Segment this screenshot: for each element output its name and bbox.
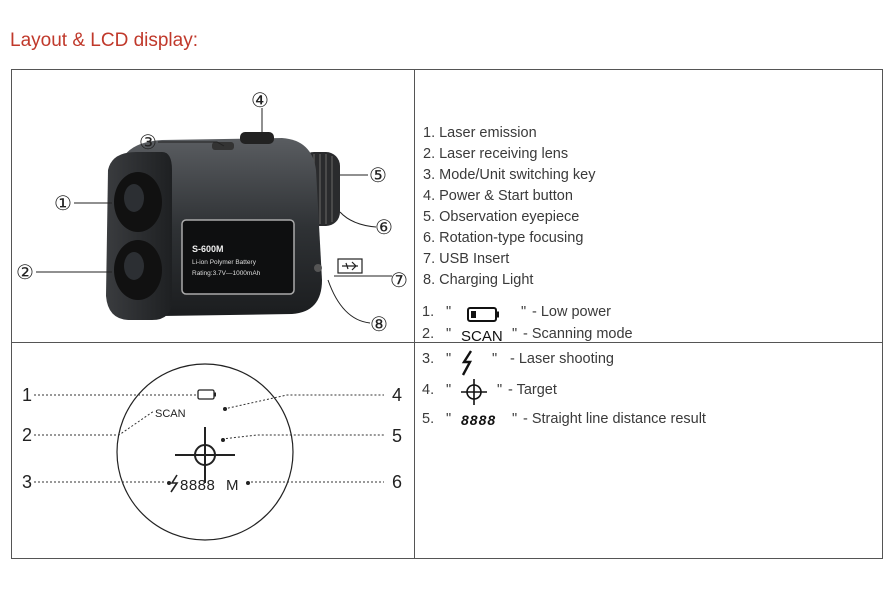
legend-quote-open: " xyxy=(446,411,452,427)
legend-quote-open: " xyxy=(446,382,452,398)
rangefinder-illustration: S-600M Li-ion Polymer Battery Rating:3.7… xyxy=(16,90,408,336)
legend-num: 1. xyxy=(422,304,435,320)
legend-quote-open: " xyxy=(446,304,452,320)
legend-desc: - Straight line distance result xyxy=(523,411,706,427)
layout-table: S-600M Li-ion Polymer Battery Rating:3.7… xyxy=(11,69,883,559)
list-item: 4. Power & Start button xyxy=(423,188,573,204)
legend-desc: - Scanning mode xyxy=(523,326,633,342)
lcd-right-number-5: 5 xyxy=(392,426,402,446)
legend-desc: - Target xyxy=(508,382,557,398)
callout-1: ① xyxy=(54,193,72,215)
crosshair-icon xyxy=(460,379,488,409)
lcd-scan-text: SCAN xyxy=(155,408,186,420)
legend-num: 2. xyxy=(422,326,435,342)
lcd-right-number-6: 6 xyxy=(392,472,402,492)
callout-3: ③ xyxy=(139,132,157,154)
label-model: S-600M xyxy=(192,244,224,254)
list-item: 3. Mode/Unit switching key xyxy=(423,167,596,183)
legend-quote-close: " xyxy=(497,382,503,398)
legend-scan-text: SCAN xyxy=(461,328,503,345)
legend-num: 5. xyxy=(422,411,435,427)
device-illustration-cell: S-600M Li-ion Polymer Battery Rating:3.7… xyxy=(12,70,414,342)
legend-quote-close: " xyxy=(492,351,498,367)
callout-6: ⑥ xyxy=(375,217,393,239)
laser-icon xyxy=(170,474,179,493)
legend-quote-open: " xyxy=(446,351,452,367)
lcd-right-number-4: 4 xyxy=(392,385,402,405)
callout-8: ⑧ xyxy=(370,314,388,336)
list-item: 2. Laser receiving lens xyxy=(423,146,569,162)
legend-quote-close: " xyxy=(521,304,527,320)
callout-7: ⑦ xyxy=(390,270,408,292)
legend-desc: - Laser shooting xyxy=(510,351,614,367)
row-divider xyxy=(12,342,882,343)
parts-list: 1. Laser emission 2. Laser receiving len… xyxy=(423,123,595,291)
list-item: 8. Charging Light xyxy=(423,272,534,288)
usb-port-symbol xyxy=(337,258,363,274)
legend-num: 3. xyxy=(422,351,435,367)
list-item: 7. USB Insert xyxy=(423,251,510,267)
lcd-left-number-1: 1 xyxy=(22,385,32,405)
lcd-left-number-3: 3 xyxy=(22,472,32,492)
legend-digits-text: 8888 xyxy=(461,412,497,428)
column-divider xyxy=(414,70,415,558)
callout-2: ② xyxy=(16,262,34,284)
laser-icon xyxy=(461,349,477,381)
power-button xyxy=(240,132,274,144)
callout-4: ④ xyxy=(251,90,269,112)
list-item: 6. Rotation-type focusing xyxy=(423,230,584,246)
lcd-circle xyxy=(116,363,294,541)
legend-quote-close: " xyxy=(512,326,518,342)
list-item: 1. Laser emission xyxy=(423,125,537,141)
callout-5: ⑤ xyxy=(369,165,387,187)
legend-quote-open: " xyxy=(446,326,452,342)
lcd-diagram: SCAN 8888 M 1 2 3 4 5 6 xyxy=(22,363,402,541)
lcd-unit: M xyxy=(226,477,239,494)
legend-num: 4. xyxy=(422,382,435,398)
battery-icon xyxy=(467,307,501,327)
charging-light xyxy=(314,264,322,272)
battery-label-panel xyxy=(181,219,295,295)
legend-quote-close: " xyxy=(512,411,518,427)
crosshair-icon xyxy=(175,427,235,483)
list-item: 5. Observation eyepiece xyxy=(423,209,580,225)
lcd-left-number-2: 2 xyxy=(22,425,32,445)
legend-desc: - Low power xyxy=(532,304,611,320)
label-battery: Li-ion Polymer Battery xyxy=(192,259,257,266)
page-title: Layout & LCD display: xyxy=(10,30,198,51)
label-rating: Rating:3.7V—1000mAh xyxy=(192,270,261,277)
battery-icon xyxy=(197,389,215,400)
lcd-diagram-cell: SCAN 8888 M 1 2 3 4 5 6 xyxy=(12,343,414,560)
lcd-digits: 8888 xyxy=(180,477,215,494)
